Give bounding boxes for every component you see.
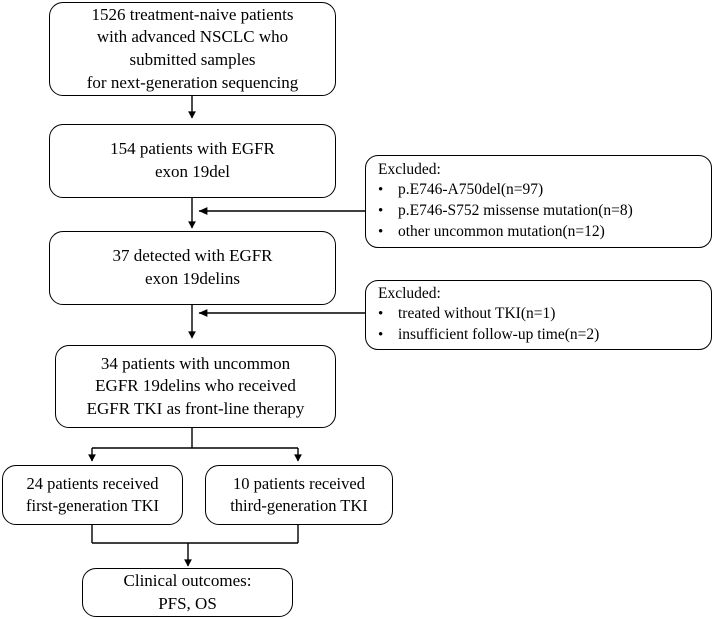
node-exon19delins-line-2: exon 19delins xyxy=(145,269,240,288)
bullet-icon: • xyxy=(378,224,384,241)
list-item: • p.E746-S752 missense mutation(n=8) xyxy=(378,201,633,222)
node-exon19del-line-2: exon 19del xyxy=(154,162,231,181)
list-item: • treated without TKI(n=1) xyxy=(378,304,599,325)
node-exon19delins[interactable]: 37 detected with EGFR exon 19delins xyxy=(49,231,336,305)
list-item: • p.E746-A750del(n=97) xyxy=(378,180,633,201)
node-clinical-outcomes[interactable]: Clinical outcomes: PFS, OS xyxy=(82,568,293,617)
list-item: • other uncommon mutation(n=12) xyxy=(378,222,633,243)
node-first-generation-tki-line-1: 24 patients received xyxy=(26,474,159,494)
node-excluded-2[interactable]: Excluded: • treated without TKI(n=1) • i… xyxy=(365,280,712,350)
node-excluded-1[interactable]: Excluded: • p.E746-A750del(n=97) • p.E74… xyxy=(365,155,712,248)
node-third-generation-tki-line-2: third-generation TKI xyxy=(230,496,368,515)
bullet-icon: • xyxy=(378,327,384,344)
node-cohort-total-line-3: submitted samples xyxy=(129,50,256,69)
node-excluded-1-item-3: other uncommon mutation(n=12) xyxy=(398,223,605,241)
node-excluded-2-list: • treated without TKI(n=1) • insufficien… xyxy=(378,304,599,346)
node-treated-cohort-line-3: EGFR TKI as front-line therapy xyxy=(86,398,305,418)
node-excluded-2-item-2: insufficient follow-up time(n=2) xyxy=(398,326,600,344)
node-treated-cohort-line-2: EGFR 19delins who received xyxy=(95,376,296,396)
node-treated-cohort-line-1: 34 patients with uncommon xyxy=(100,353,291,373)
node-clinical-outcomes-line-1: Clinical outcomes: xyxy=(123,570,252,590)
node-excluded-1-list: • p.E746-A750del(n=97) • p.E746-S752 mis… xyxy=(378,180,633,243)
node-excluded-1-item-2: p.E746-S752 missense mutation(n=8) xyxy=(398,202,633,220)
node-excluded-2-item-1: treated without TKI(n=1) xyxy=(398,305,556,323)
node-first-generation-tki[interactable]: 24 patients received first-generation TK… xyxy=(2,465,183,525)
node-cohort-total[interactable]: 1526 treatment-naive patients with advan… xyxy=(49,2,336,96)
node-first-generation-tki-line-2: first-generation TKI xyxy=(25,496,160,515)
node-clinical-outcomes-line-2: PFS, OS xyxy=(158,593,217,613)
node-excluded-2-title: Excluded: xyxy=(378,284,441,302)
node-cohort-total-line-2: with advanced NSCLC who xyxy=(96,27,289,47)
node-treated-cohort[interactable]: 34 patients with uncommon EGFR 19delins … xyxy=(55,345,336,428)
bullet-icon: • xyxy=(378,203,384,220)
bullet-icon: • xyxy=(378,306,384,323)
node-exon19delins-line-1: 37 detected with EGFR xyxy=(112,246,273,266)
node-exon19del[interactable]: 154 patients with EGFR exon 19del xyxy=(49,124,336,198)
list-item: • insufficient follow-up time(n=2) xyxy=(378,325,599,346)
node-excluded-1-item-1: p.E746-A750del(n=97) xyxy=(398,181,544,199)
node-cohort-total-line-1: 1526 treatment-naive patients xyxy=(91,4,294,24)
bullet-icon: • xyxy=(378,182,384,199)
node-excluded-1-title: Excluded: xyxy=(378,160,441,178)
node-third-generation-tki-line-1: 10 patients received xyxy=(233,474,365,494)
node-cohort-total-line-4: for next-generation sequencing xyxy=(86,72,299,92)
node-exon19del-line-1: 154 patients with EGFR xyxy=(110,139,275,159)
node-third-generation-tki[interactable]: 10 patients received third-generation TK… xyxy=(205,465,393,525)
